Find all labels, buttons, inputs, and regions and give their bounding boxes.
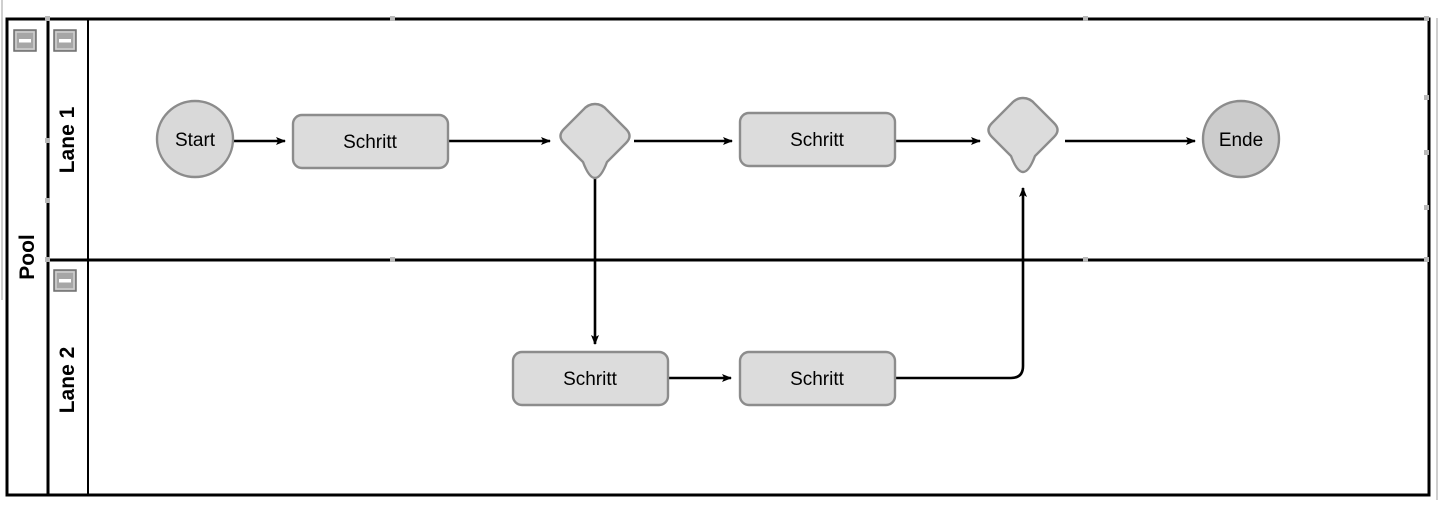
node-gateway-1[interactable]: [559, 102, 631, 180]
node-task3[interactable]: Schritt: [511, 350, 670, 407]
lane-2-collapse-icon[interactable]: [53, 269, 77, 292]
lane-1-collapse-icon[interactable]: [53, 29, 77, 52]
node-start[interactable]: Start: [155, 99, 235, 179]
node-start-label: Start: [175, 130, 216, 151]
node-task4[interactable]: Schritt: [738, 350, 897, 407]
node-end-label: Ende: [1219, 130, 1263, 151]
selection-handles[interactable]: [45, 16, 1429, 262]
node-task3-label: Schritt: [563, 369, 618, 390]
pool-container[interactable]: [5, 17, 1431, 497]
edge-layer: [234, 137, 1196, 382]
lane-1-label: Lane 1: [56, 106, 79, 173]
pool-collapse-icon[interactable]: [13, 29, 37, 52]
pool-label: Pool: [16, 234, 39, 280]
node-gateway-2[interactable]: [987, 96, 1059, 174]
node-end[interactable]: Ende: [1201, 99, 1281, 179]
gateway-diamond-icon: [987, 96, 1059, 174]
gateway-diamond-icon: [559, 102, 631, 180]
node-task2[interactable]: Schritt: [738, 111, 897, 168]
node-task2-label: Schritt: [790, 130, 845, 151]
node-task1-label: Schritt: [343, 132, 398, 153]
edge-task4-gw2[interactable]: [896, 187, 1027, 380]
node-task4-label: Schritt: [790, 369, 845, 390]
node-task1[interactable]: Schritt: [291, 113, 450, 170]
lane-2-label: Lane 2: [56, 347, 79, 414]
